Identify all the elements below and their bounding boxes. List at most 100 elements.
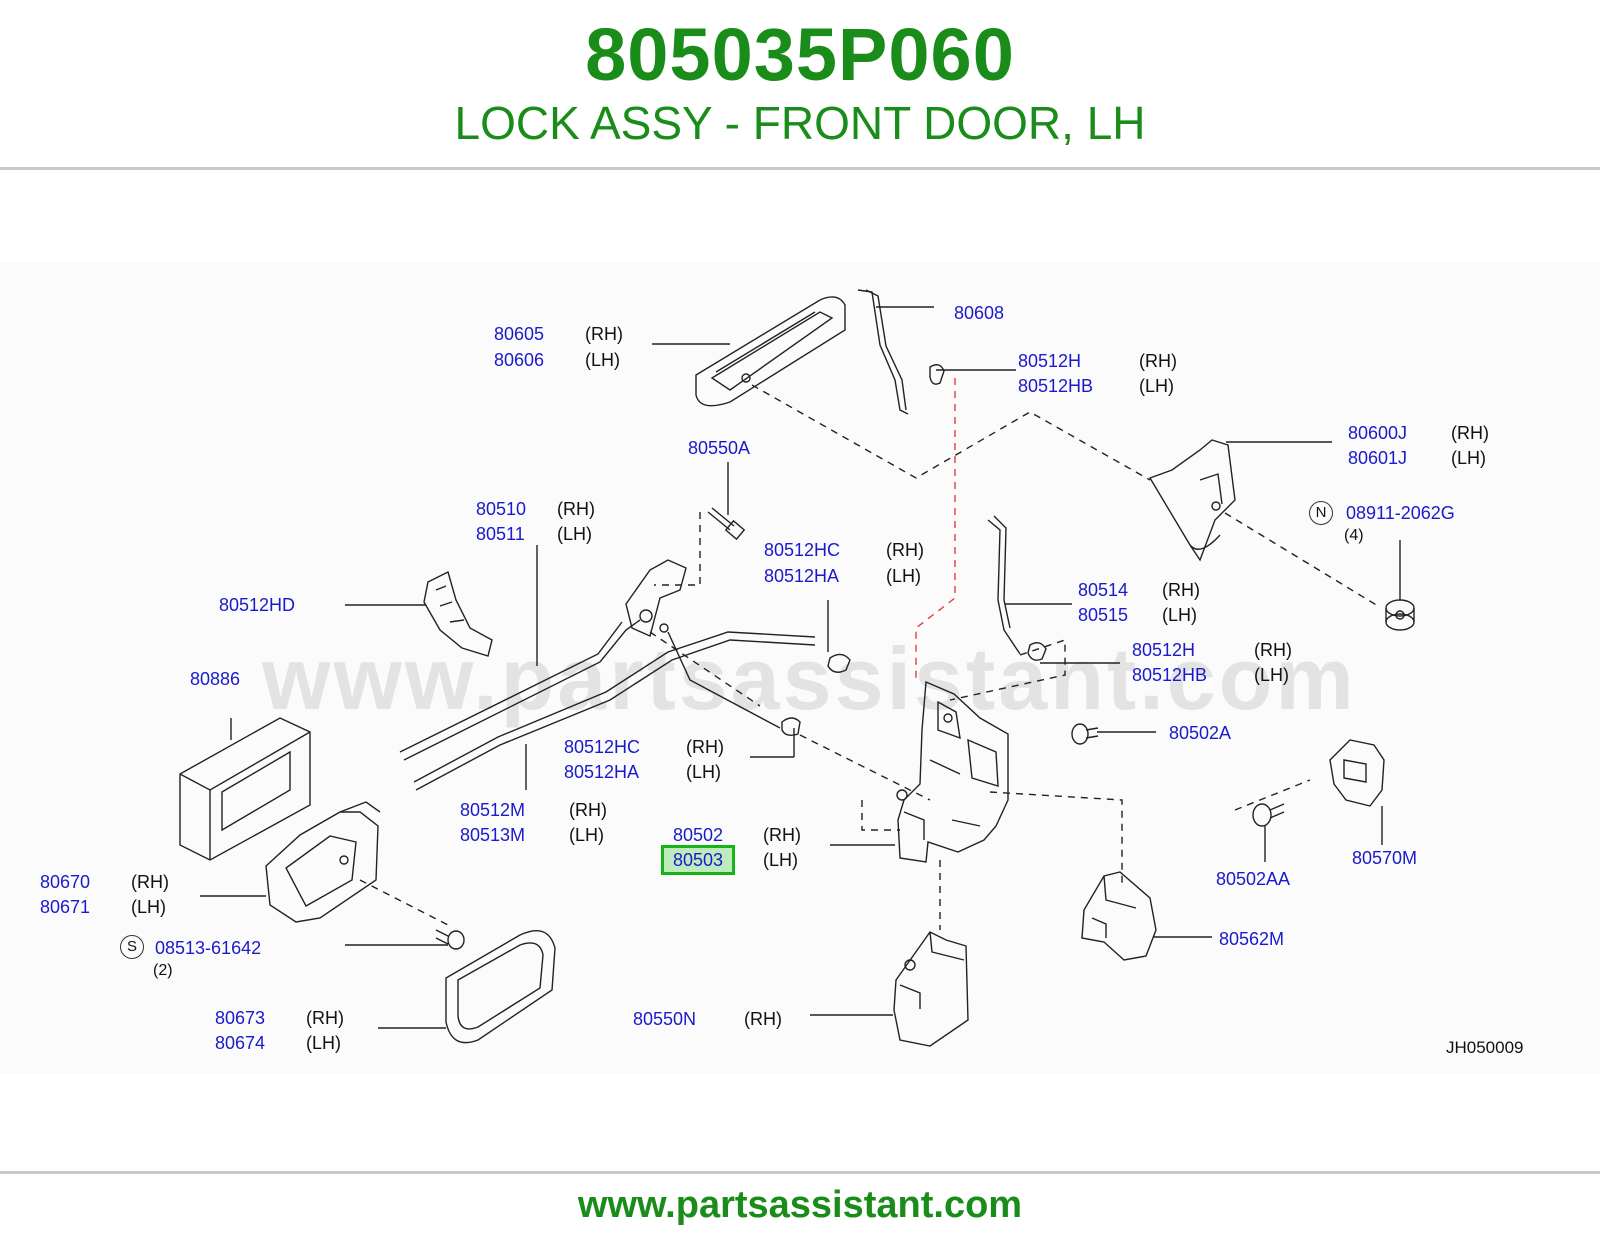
assembly-dash-line: [1234, 779, 1311, 811]
part-label-80512hc[interactable]: 80512HC: [564, 737, 641, 757]
footer-website-link[interactable]: www.partsassistant.com: [577, 1184, 1023, 1226]
rod-80608-drawing: [857, 289, 909, 415]
assembly-dash-line: [799, 734, 931, 801]
part-label-80550a[interactable]: 80550A: [688, 438, 751, 458]
part-label-80601j[interactable]: 80601J: [1348, 448, 1408, 468]
part-description: LOCK ASSY - FRONT DOOR, LH: [454, 97, 1146, 149]
assembly-dash-line: [359, 879, 449, 926]
rod-connector-drawing: [667, 631, 781, 729]
part-label-80886[interactable]: 80886: [190, 669, 241, 689]
part-label-80512h[interactable]: 80512H: [1132, 640, 1196, 660]
side-label: (LH): [763, 850, 798, 870]
part-label-80512h[interactable]: 80512H: [1018, 351, 1082, 371]
part-label-80570m[interactable]: 80570M: [1352, 848, 1418, 868]
side-label: (LH): [569, 825, 604, 845]
side-label: (LH): [1254, 665, 1289, 685]
part-label-80600j[interactable]: 80600J: [1348, 423, 1408, 443]
rod-80510-drawing: [403, 619, 641, 761]
clip-drawing: [929, 364, 945, 385]
insulator-80886-drawing: [179, 717, 311, 861]
part-label-80608[interactable]: 80608: [954, 303, 1005, 323]
actuator-80550n-drawing: [893, 931, 969, 1047]
assembly-dash-line: [989, 791, 1123, 885]
bracket-80600j-drawing: [1148, 439, 1236, 562]
side-label: (RH): [131, 872, 169, 892]
inside-handle-drawing: [265, 801, 381, 923]
clip-drawing: [1027, 642, 1047, 661]
part-label-80503[interactable]: 80503: [673, 850, 724, 870]
part-label-08911-2062g[interactable]: 08911-2062G: [1346, 503, 1455, 523]
part-label-08513-61642[interactable]: 08513-61642: [155, 938, 262, 958]
quantity-note: (4): [1344, 527, 1364, 544]
side-label: (LH): [131, 897, 166, 917]
drawing-code: JH050009: [1446, 1038, 1524, 1057]
rod-80514-drawing: [987, 519, 1021, 655]
part-label-80673[interactable]: 80673: [215, 1008, 266, 1028]
assembly-dash-line: [949, 639, 1066, 701]
side-label: (RH): [569, 800, 607, 820]
assembly-dash-line: [1224, 512, 1379, 607]
part-label-80513m[interactable]: 80513M: [460, 825, 526, 845]
side-label: (LH): [1451, 448, 1486, 468]
rod-80510-drawing: [399, 621, 623, 753]
part-label-80512m[interactable]: 80512M: [460, 800, 526, 820]
red-routing-line: [915, 378, 956, 682]
clip-drawing: [781, 717, 801, 737]
part-label-80605[interactable]: 80605: [494, 324, 545, 344]
screw-80502aa-drawing: [1252, 803, 1285, 827]
rod-80512m-drawing: [415, 639, 816, 791]
side-label: (LH): [1162, 605, 1197, 625]
rod-80608-drawing: [865, 289, 907, 411]
door-lock-assembly-drawing: [896, 680, 1009, 863]
part-label-80502[interactable]: 80502: [673, 825, 724, 845]
rod-80514-drawing: [993, 515, 1011, 629]
quantity-note: (2): [153, 962, 173, 979]
part-label-80510[interactable]: 80510: [476, 499, 527, 519]
part-label-80562m[interactable]: 80562M: [1219, 929, 1285, 949]
footer-divider: [0, 1171, 1600, 1174]
highlighted-part-box: [661, 845, 735, 875]
part-label-80550n[interactable]: 80550N: [633, 1009, 697, 1029]
outside-handle-drawing: [695, 296, 846, 407]
clip-drawing: [827, 653, 851, 673]
watermark-text: www.partsassistant.com: [262, 629, 1357, 728]
n-symbol-icon: N: [1309, 501, 1333, 525]
escutcheon-80673-drawing: [445, 930, 556, 1044]
part-label-80514[interactable]: 80514: [1078, 580, 1129, 600]
bolt-80550a-drawing: [707, 507, 746, 541]
s-symbol-icon: S: [120, 935, 144, 959]
part-label-80606[interactable]: 80606: [494, 350, 545, 370]
part-label-80515[interactable]: 80515: [1078, 605, 1129, 625]
rod-80512m-drawing: [413, 631, 816, 783]
part-label-80512ha[interactable]: 80512HA: [564, 762, 640, 782]
part-label-80671[interactable]: 80671: [40, 897, 91, 917]
side-label: (LH): [557, 524, 592, 544]
diagram-background: [0, 262, 1600, 1074]
part-label-80502aa[interactable]: 80502AA: [1216, 869, 1291, 889]
part-label-80512hc[interactable]: 80512HC: [764, 540, 841, 560]
part-number-title: 805035P060: [585, 13, 1015, 96]
part-label-80670[interactable]: 80670: [40, 872, 91, 892]
part-label-80512hd[interactable]: 80512HD: [219, 595, 296, 615]
striker-80570m-drawing: [1329, 739, 1385, 807]
part-label-80512ha[interactable]: 80512HA: [764, 566, 840, 586]
screw-08513-drawing: [435, 929, 465, 950]
side-label: (RH): [557, 499, 595, 519]
part-label-80512hb[interactable]: 80512HB: [1132, 665, 1208, 685]
assembly-dash-line: [654, 512, 701, 586]
side-label: (RH): [1139, 351, 1177, 371]
nut-08911-drawing: [1385, 599, 1415, 631]
side-label: (LH): [886, 566, 921, 586]
side-label: (RH): [886, 540, 924, 560]
part-label-80674[interactable]: 80674: [215, 1033, 266, 1053]
side-label: (RH): [585, 324, 623, 344]
side-label: (RH): [744, 1009, 782, 1029]
side-label: (RH): [1451, 423, 1489, 443]
part-label-80512hb[interactable]: 80512HB: [1018, 376, 1094, 396]
part-label-80502a[interactable]: 80502A: [1169, 723, 1232, 743]
part-label-80511[interactable]: 80511: [476, 524, 525, 544]
side-label: (LH): [686, 762, 721, 782]
clip-80512hd-drawing: [423, 570, 493, 657]
cover-80562m-drawing: [1081, 871, 1157, 961]
